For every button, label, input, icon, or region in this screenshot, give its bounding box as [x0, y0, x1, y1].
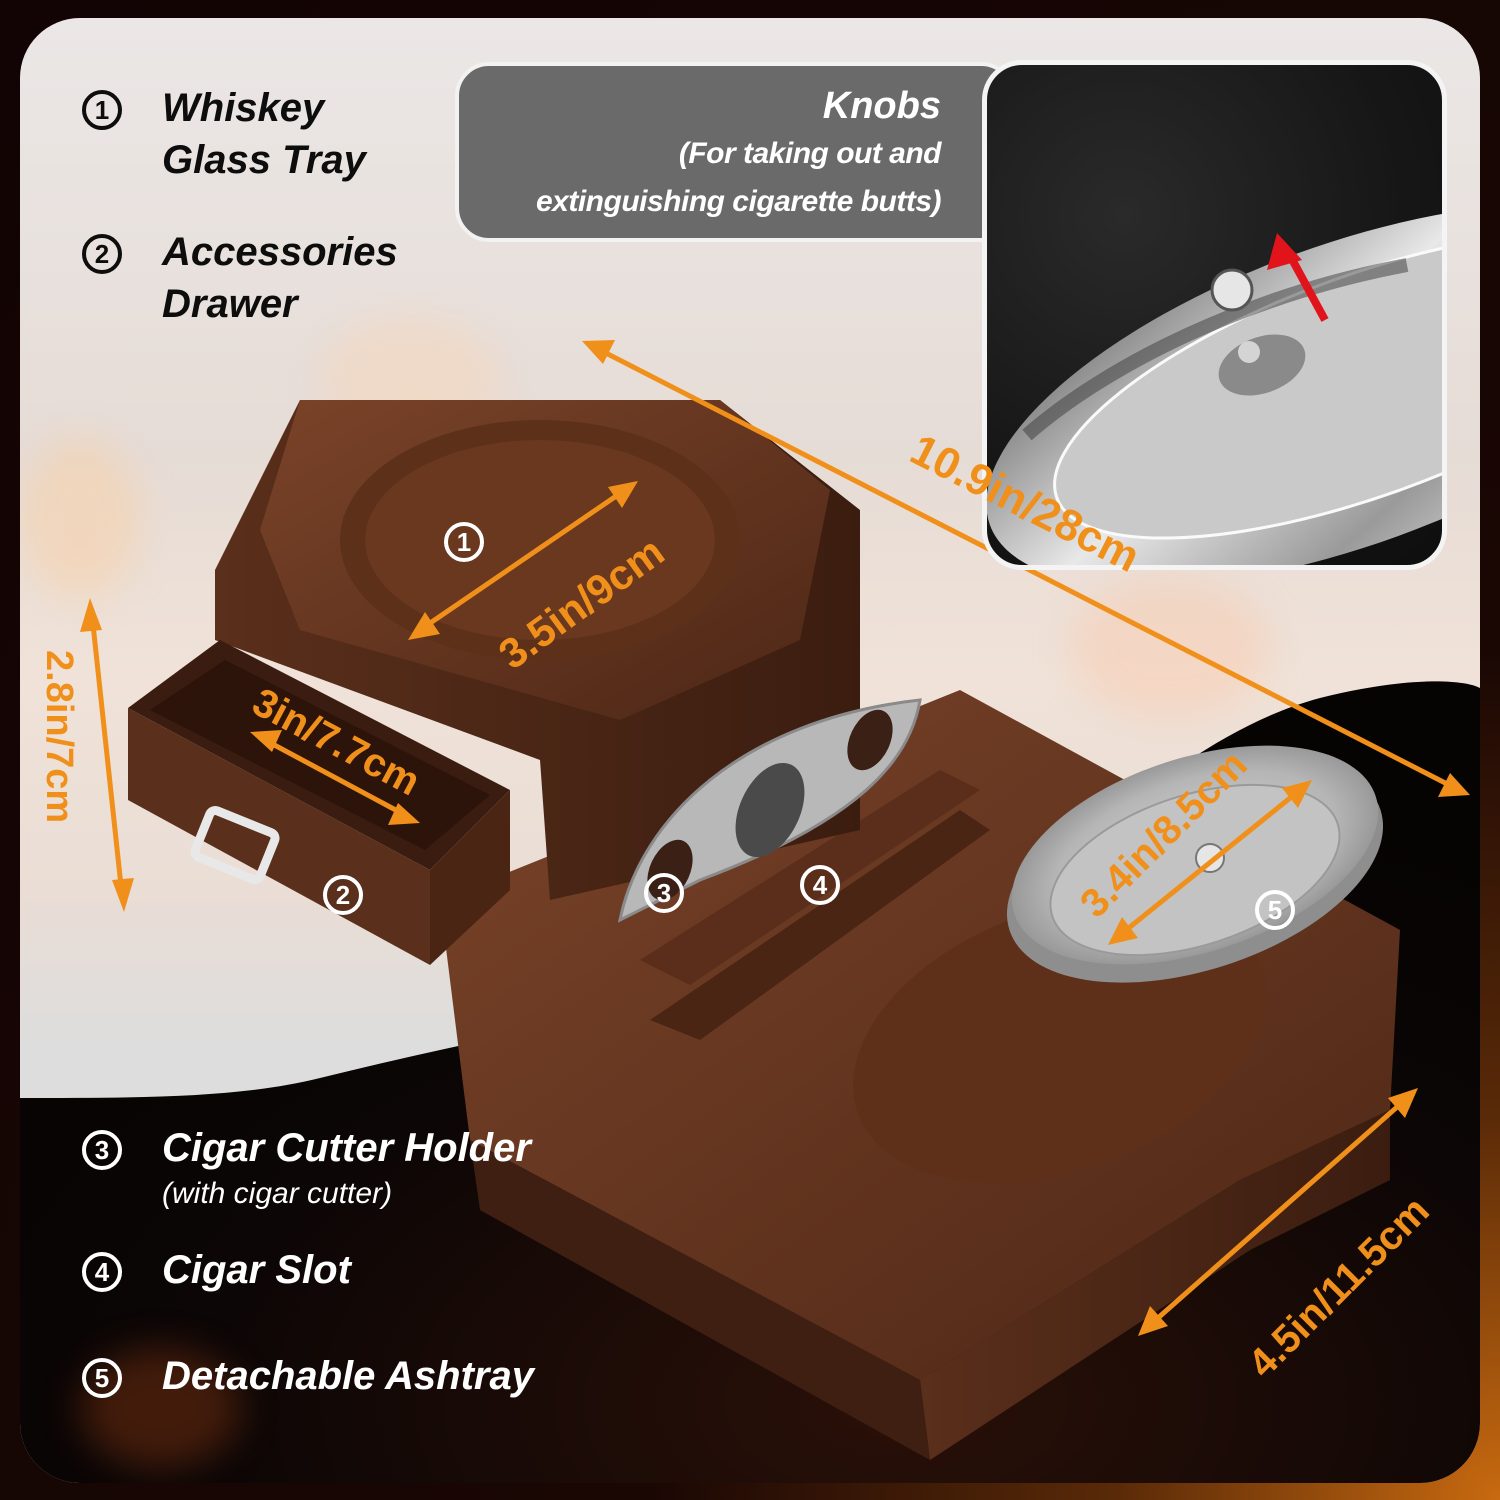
cigar-cutter [617, 698, 922, 923]
badge-cigar-slot: 4 [800, 865, 840, 905]
number-circle-icon: 1 [82, 90, 122, 130]
feature-title: Drawer [162, 282, 298, 326]
feature-item-cigar-slot: 4 Cigar Slot [82, 1244, 534, 1296]
feature-title: Accessories [162, 230, 398, 274]
ashtray-closeup [987, 203, 1442, 565]
feature-title: Cigar Cutter Holder [162, 1126, 531, 1170]
feature-title: Whiskey [162, 86, 325, 130]
knob-callout-desc-2: extinguishing cigarette butts) [535, 185, 942, 218]
number-circle-icon: 2 [82, 234, 122, 274]
knob-callout-panel: Knobs (For taking out and extinguishing … [455, 62, 1015, 242]
knob-screw [1210, 268, 1254, 312]
badge-glass-tray: 1 [444, 522, 484, 562]
feature-title: Detachable Ashtray [162, 1354, 534, 1398]
badge-ashtray: 5 [1255, 890, 1295, 930]
feature-item-whiskey-glass-tray: 1 Whiskey Glass Tray [82, 82, 398, 186]
feature-subtitle: (with cigar cutter) [162, 1177, 393, 1210]
feature-item-detachable-ashtray: 5 Detachable Ashtray [82, 1350, 534, 1402]
feature-item-cigar-cutter-holder: 3 Cigar Cutter Holder (with cigar cutter… [82, 1122, 534, 1214]
dimension-height: 2.8in/7cm [38, 650, 80, 824]
feature-list-top: 1 Whiskey Glass Tray 2 Accessories Drawe… [82, 82, 398, 360]
drawer [128, 640, 510, 965]
glass-tray-block [215, 400, 860, 900]
knob-callout-title: Knobs [822, 85, 941, 127]
number-circle-icon: 4 [82, 1252, 122, 1292]
feature-title: Glass Tray [162, 138, 366, 182]
badge-drawer: 2 [323, 875, 363, 915]
number-circle-icon: 5 [82, 1358, 122, 1398]
number-circle-icon: 3 [82, 1130, 122, 1170]
feature-item-accessories-drawer: 2 Accessories Drawer [82, 226, 398, 330]
knob-callout-desc-1: (For taking out and [678, 137, 942, 170]
knob-closeup-photo [982, 60, 1447, 570]
badge-cigar-cutter: 3 [644, 873, 684, 913]
feature-title: Cigar Slot [162, 1248, 351, 1292]
red-arrow-icon [1267, 233, 1302, 270]
feature-list-bottom: 3 Cigar Cutter Holder (with cigar cutter… [82, 1122, 534, 1432]
